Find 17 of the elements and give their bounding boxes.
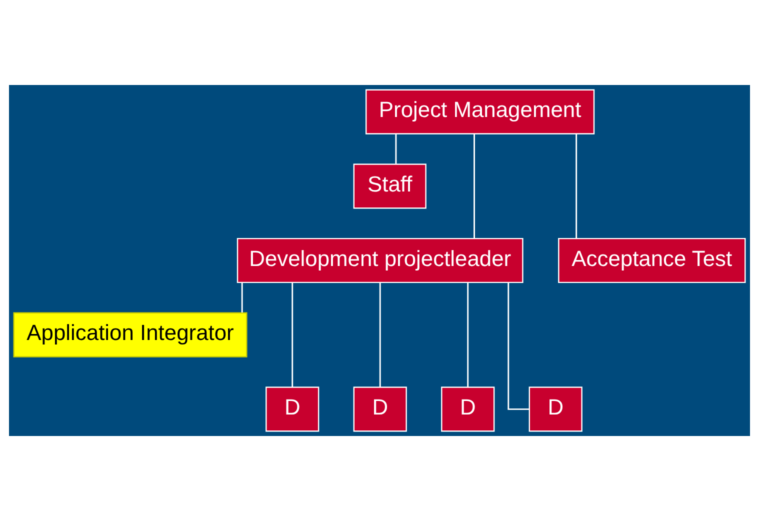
node-box: Project Management (365, 89, 595, 134)
node-box: D (266, 386, 320, 432)
node-box: Development projectleader (236, 238, 524, 284)
connector (474, 134, 475, 238)
node-box: D (353, 386, 407, 432)
node-box: Application Integrator (13, 312, 248, 358)
node-box: D (441, 386, 495, 432)
connector (467, 282, 469, 388)
node-box: Staff (353, 164, 426, 209)
connector (576, 134, 578, 238)
node-box: Acceptance Test (558, 238, 746, 284)
connector (395, 134, 397, 164)
connector (241, 282, 243, 313)
connector (508, 282, 530, 410)
node-box: D (528, 386, 582, 432)
connector (379, 282, 381, 388)
connector (292, 282, 294, 388)
